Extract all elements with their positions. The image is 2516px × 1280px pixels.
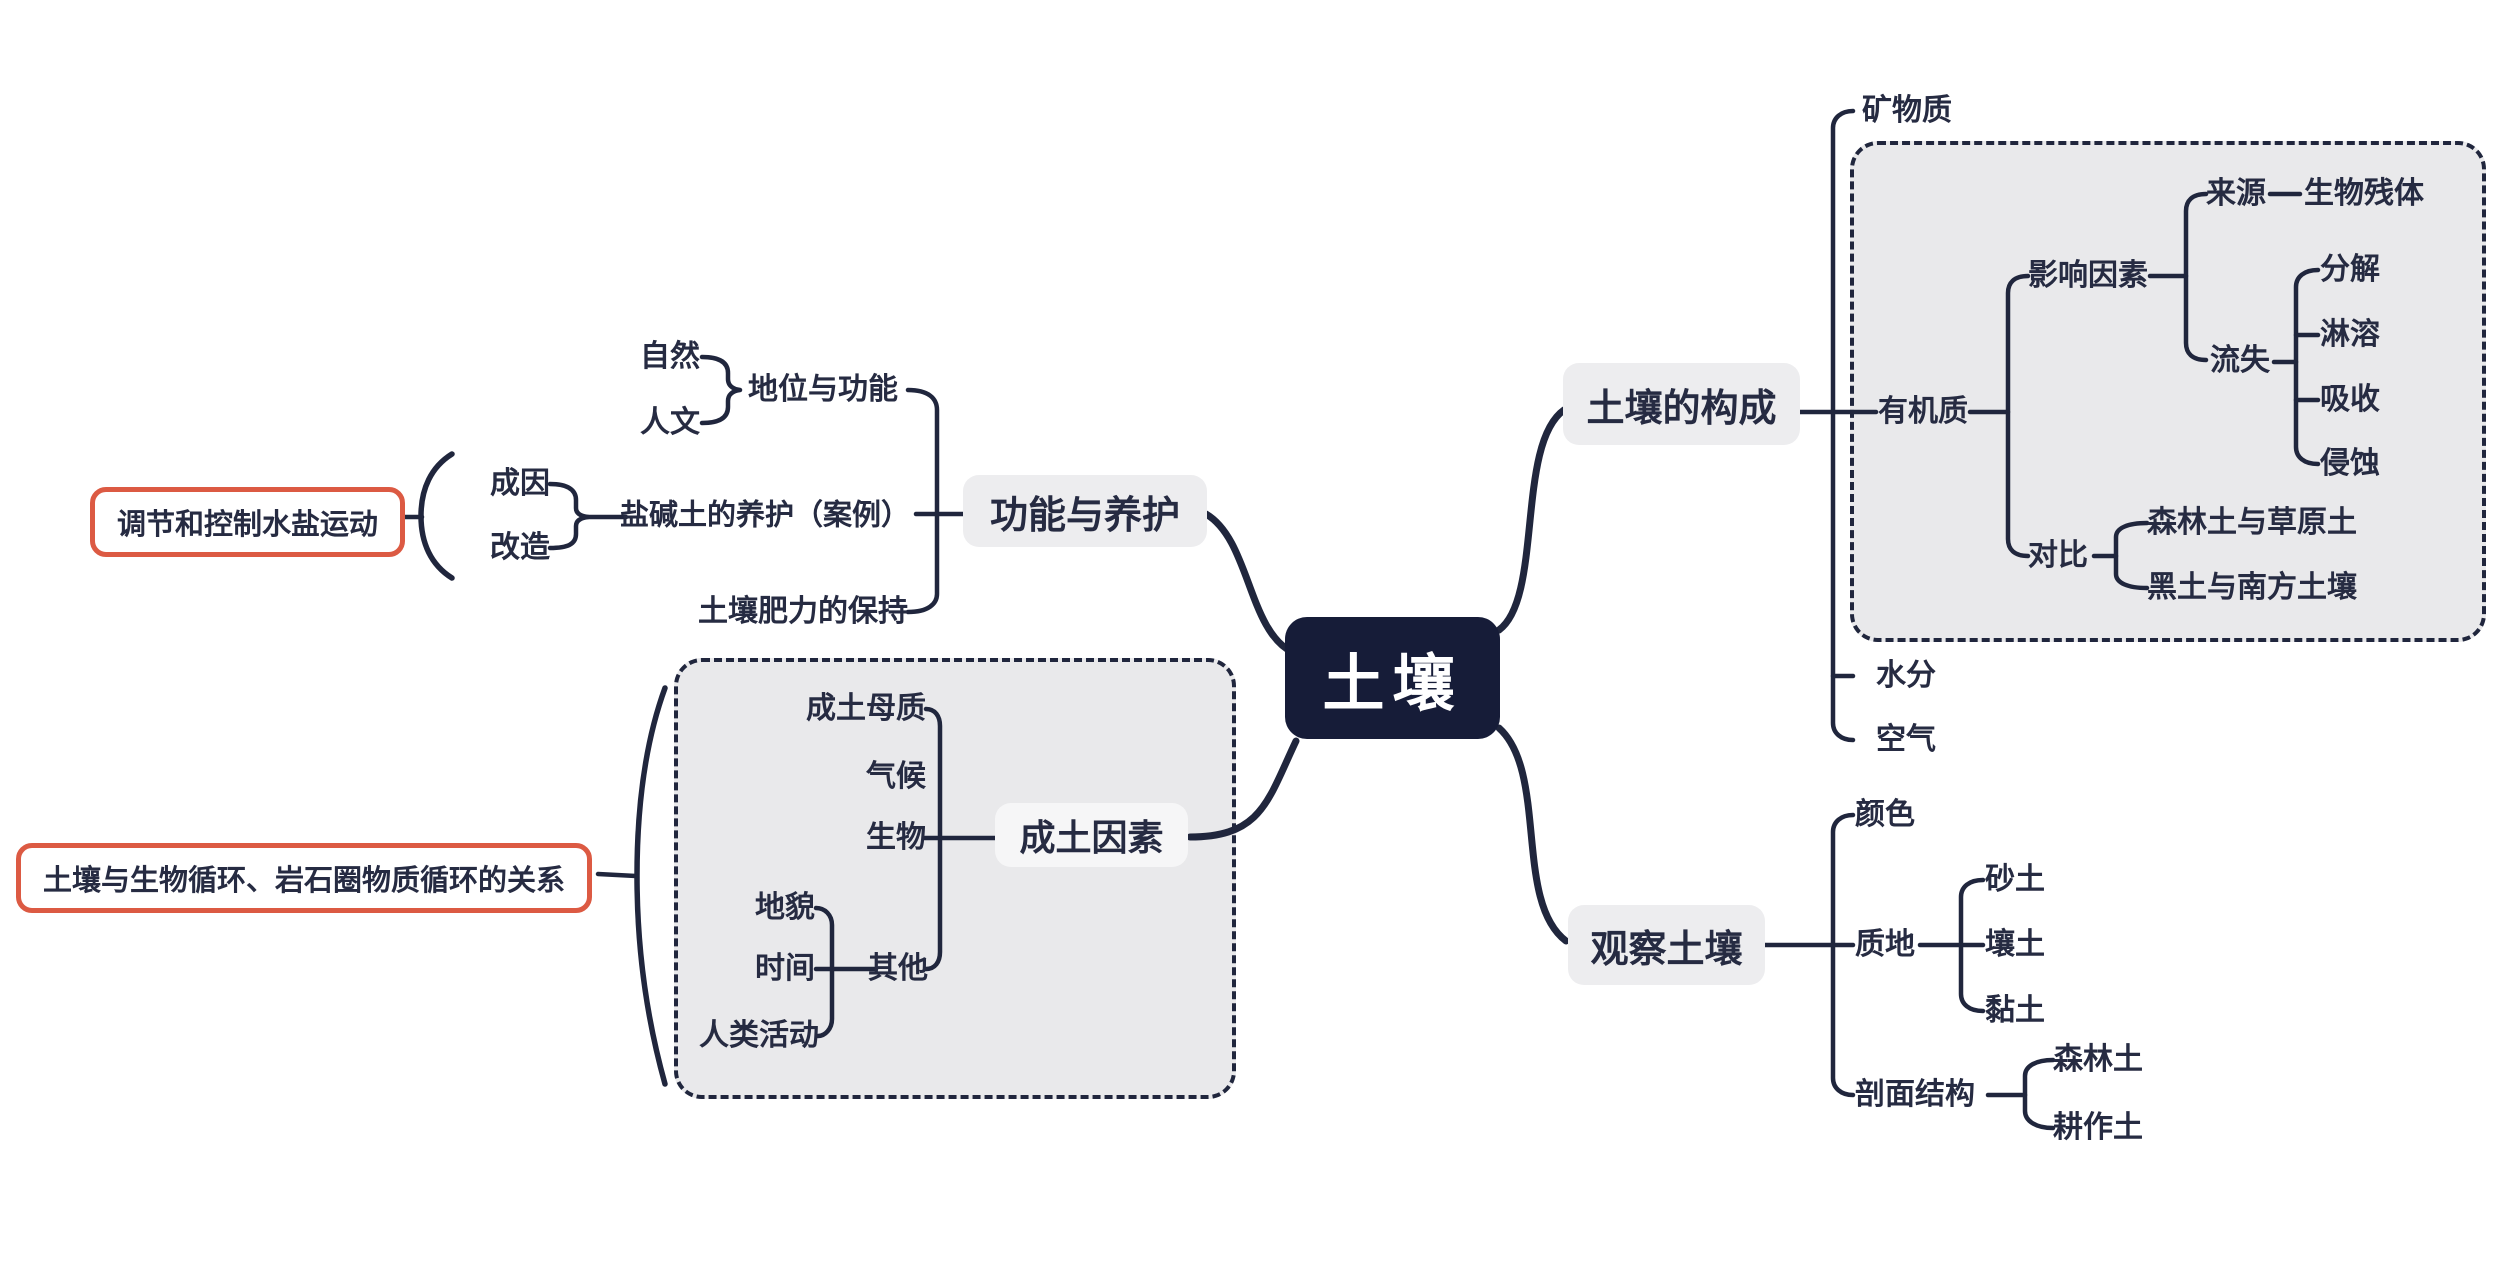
node-decomposition[interactable]: 分解	[2320, 253, 2380, 286]
node-clay-soil[interactable]: 黏土	[1985, 994, 2045, 1027]
node-forest-soil[interactable]: 森林土	[2053, 1043, 2143, 1076]
node-biology[interactable]: 生物	[866, 821, 926, 854]
branch-node-observe-soil[interactable]: 观察土壤	[1568, 905, 1765, 985]
branch-node-function-care[interactable]: 功能与养护	[963, 475, 1207, 547]
highlight-box-cycles-relation[interactable]: 土壤与生物循环、岩石圈物质循环的关系	[16, 843, 593, 913]
node-others[interactable]: 其他	[868, 952, 928, 985]
node-organic[interactable]: 有机质	[1878, 395, 1968, 428]
node-loam-soil[interactable]: 壤土	[1985, 928, 2045, 961]
node-climate[interactable]: 气候	[866, 760, 926, 793]
node-moisture[interactable]: 水分	[1876, 659, 1936, 692]
node-bio-residue[interactable]: 生物残体	[2304, 177, 2424, 210]
node-air[interactable]: 空气	[1876, 723, 1936, 756]
node-saline-soil-care[interactable]: 盐碱土的养护（案例）	[620, 499, 911, 532]
branch-node-composition[interactable]: 土壤的构成	[1563, 363, 1800, 445]
group-box-soil-forming-factors	[674, 658, 1236, 1099]
node-forest-vs-grassland[interactable]: 森林土与草原土	[2147, 506, 2357, 539]
node-natural[interactable]: 自然	[640, 340, 700, 373]
node-mineral[interactable]: 矿物质	[1862, 94, 1952, 127]
node-landform[interactable]: 地貌	[755, 891, 815, 924]
node-reform[interactable]: 改造	[490, 531, 550, 564]
node-fertility-keep[interactable]: 土壤肥力的保持	[698, 595, 908, 628]
root-node-soil[interactable]: 土壤	[1285, 617, 1500, 739]
highlight-box-water-salt-movement[interactable]: 调节和控制水盐运动	[90, 487, 406, 557]
node-color[interactable]: 颜色	[1855, 798, 1915, 831]
group-box-organic-matter	[1850, 141, 2486, 642]
node-cause[interactable]: 成因	[490, 467, 550, 500]
node-parent-material[interactable]: 成土母质	[806, 692, 926, 725]
node-cultivated-soil[interactable]: 耕作土	[2053, 1111, 2143, 1144]
node-loss[interactable]: 流失	[2210, 344, 2270, 377]
node-humanistic[interactable]: 人文	[640, 406, 700, 439]
node-absorption[interactable]: 吸收	[2320, 383, 2380, 416]
node-leaching[interactable]: 淋溶	[2320, 318, 2380, 351]
node-sandy-soil[interactable]: 砂土	[1985, 863, 2045, 896]
node-profile-structure[interactable]: 剖面结构	[1855, 1078, 1975, 1111]
node-human-activity[interactable]: 人类活动	[699, 1019, 819, 1052]
node-texture[interactable]: 质地	[1855, 928, 1915, 961]
node-source[interactable]: 来源	[2206, 177, 2266, 210]
branch-node-soil-forming-factors[interactable]: 成土因素	[995, 803, 1188, 867]
node-influencing-factors[interactable]: 影响因素	[2028, 259, 2148, 292]
node-contrast[interactable]: 对比	[2028, 539, 2088, 572]
node-black-vs-south[interactable]: 黑土与南方土壤	[2147, 571, 2357, 604]
node-time[interactable]: 时间	[755, 952, 815, 985]
node-erosion[interactable]: 侵蚀	[2320, 447, 2380, 480]
node-status-function[interactable]: 地位与功能	[748, 373, 898, 406]
